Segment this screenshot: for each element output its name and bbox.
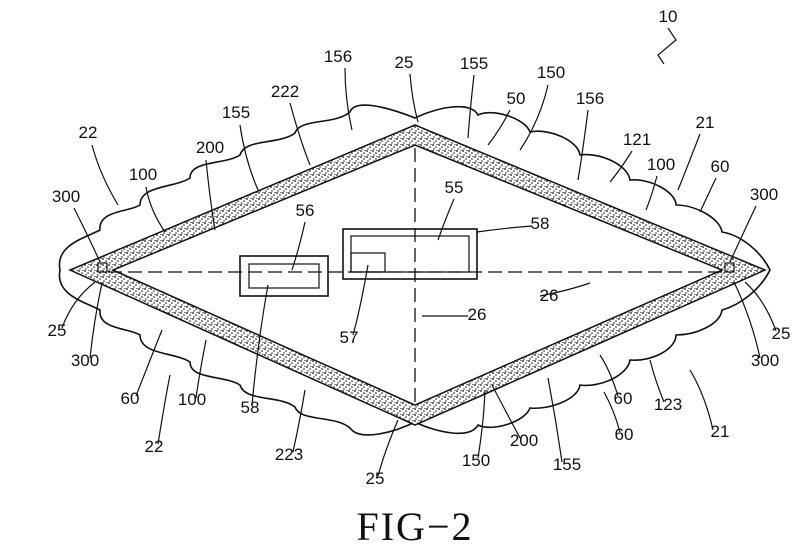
component-55-outer bbox=[342, 228, 478, 280]
ref-label-300: 300 bbox=[750, 185, 778, 204]
ref-label-25: 25 bbox=[48, 321, 67, 340]
ref-label-155: 155 bbox=[460, 54, 488, 73]
leader-line bbox=[603, 391, 621, 433]
reference-labels: 10 156 25 155 150 222 50 156 22 155 121 21 200 100 60 1… bbox=[48, 7, 791, 488]
ref-label-223: 223 bbox=[275, 445, 303, 464]
leader-line bbox=[491, 384, 521, 439]
ref-label-300: 300 bbox=[71, 351, 99, 370]
ref-label-300: 300 bbox=[751, 351, 779, 370]
ref-label-60: 60 bbox=[614, 389, 633, 408]
ref-label-50: 50 bbox=[507, 89, 526, 108]
leader-line bbox=[476, 225, 533, 233]
leader-line bbox=[205, 159, 216, 231]
leader-line bbox=[477, 389, 486, 459]
seal-band bbox=[68, 124, 767, 426]
ref-label-58: 58 bbox=[241, 398, 260, 417]
ref-label-21: 21 bbox=[711, 422, 730, 441]
leader-line bbox=[609, 150, 633, 183]
leader-line bbox=[239, 124, 259, 191]
ref-label-55: 55 bbox=[445, 178, 464, 197]
leader-line bbox=[677, 133, 701, 191]
leader-line bbox=[467, 74, 475, 139]
ref-label-21: 21 bbox=[696, 113, 715, 132]
leader-line bbox=[519, 84, 549, 151]
ref-label-222: 222 bbox=[271, 82, 299, 101]
ref-label-60: 60 bbox=[711, 157, 730, 176]
ref-label-200: 200 bbox=[510, 431, 538, 450]
leader-line bbox=[689, 369, 714, 431]
ref-label-200: 200 bbox=[196, 138, 224, 157]
ref-label-25: 25 bbox=[366, 469, 385, 488]
ref-label-100: 100 bbox=[178, 390, 206, 409]
ref-label-25: 25 bbox=[772, 324, 791, 343]
leader-line bbox=[352, 264, 369, 336]
figure-caption: FIG−2 bbox=[356, 504, 473, 549]
leader-line bbox=[744, 281, 777, 332]
leader-line bbox=[157, 374, 171, 445]
leader-line bbox=[61, 281, 96, 329]
leader-line bbox=[291, 221, 306, 271]
ref-label-150: 150 bbox=[462, 451, 490, 470]
leader-line bbox=[539, 282, 591, 297]
leader-lines bbox=[61, 27, 777, 477]
leader-line bbox=[344, 67, 353, 131]
ref-label-60: 60 bbox=[121, 389, 140, 408]
leader-line bbox=[577, 109, 589, 181]
leader-line bbox=[377, 419, 399, 477]
ref-label-100: 100 bbox=[647, 155, 675, 174]
leader-line bbox=[487, 109, 511, 146]
outer-wavy-seal bbox=[58, 104, 771, 436]
leader-line bbox=[135, 329, 163, 397]
ref-label-10: 10 bbox=[659, 7, 678, 26]
leader-line bbox=[699, 177, 717, 213]
ref-label-22: 22 bbox=[79, 123, 98, 142]
component-56-outer bbox=[239, 255, 329, 297]
corner-square-right bbox=[724, 262, 735, 273]
component-55-inner bbox=[350, 235, 470, 273]
ref-label-155: 155 bbox=[553, 455, 581, 474]
leader-line bbox=[91, 144, 119, 206]
leader-line bbox=[657, 27, 677, 65]
corner-square-left bbox=[97, 262, 108, 273]
ref-label-150: 150 bbox=[537, 63, 565, 82]
leader-line bbox=[409, 73, 419, 123]
leader-line bbox=[733, 281, 761, 359]
component-57 bbox=[350, 252, 386, 273]
ref-label-58: 58 bbox=[531, 214, 550, 233]
ref-label-300: 300 bbox=[52, 187, 80, 206]
ref-label-156: 156 bbox=[576, 89, 604, 108]
leader-line bbox=[649, 359, 665, 403]
leader-line bbox=[251, 284, 269, 406]
leader-line bbox=[437, 198, 455, 241]
leader-line bbox=[89, 282, 103, 359]
leader-line bbox=[599, 354, 619, 397]
ref-label-25: 25 bbox=[395, 53, 414, 72]
ref-label-26: 26 bbox=[468, 305, 487, 324]
leader-line bbox=[73, 207, 101, 263]
ref-label-60: 60 bbox=[615, 425, 634, 444]
ref-label-22: 22 bbox=[145, 437, 164, 456]
ref-label-155: 155 bbox=[222, 103, 250, 122]
ref-label-57: 57 bbox=[340, 328, 359, 347]
ref-label-26: 26 bbox=[540, 286, 559, 305]
ref-label-56: 56 bbox=[296, 201, 315, 220]
leader-line bbox=[289, 102, 311, 166]
leader-line bbox=[145, 186, 166, 233]
ref-label-123: 123 bbox=[654, 395, 682, 414]
leader-line bbox=[195, 339, 207, 399]
ref-label-121: 121 bbox=[623, 130, 651, 149]
leader-line bbox=[729, 205, 757, 263]
leader-line bbox=[547, 377, 563, 463]
leader-line bbox=[292, 389, 306, 453]
ref-label-100: 100 bbox=[129, 165, 157, 184]
ref-label-156: 156 bbox=[324, 47, 352, 66]
leader-line bbox=[645, 175, 658, 211]
component-56-inner bbox=[248, 263, 320, 289]
